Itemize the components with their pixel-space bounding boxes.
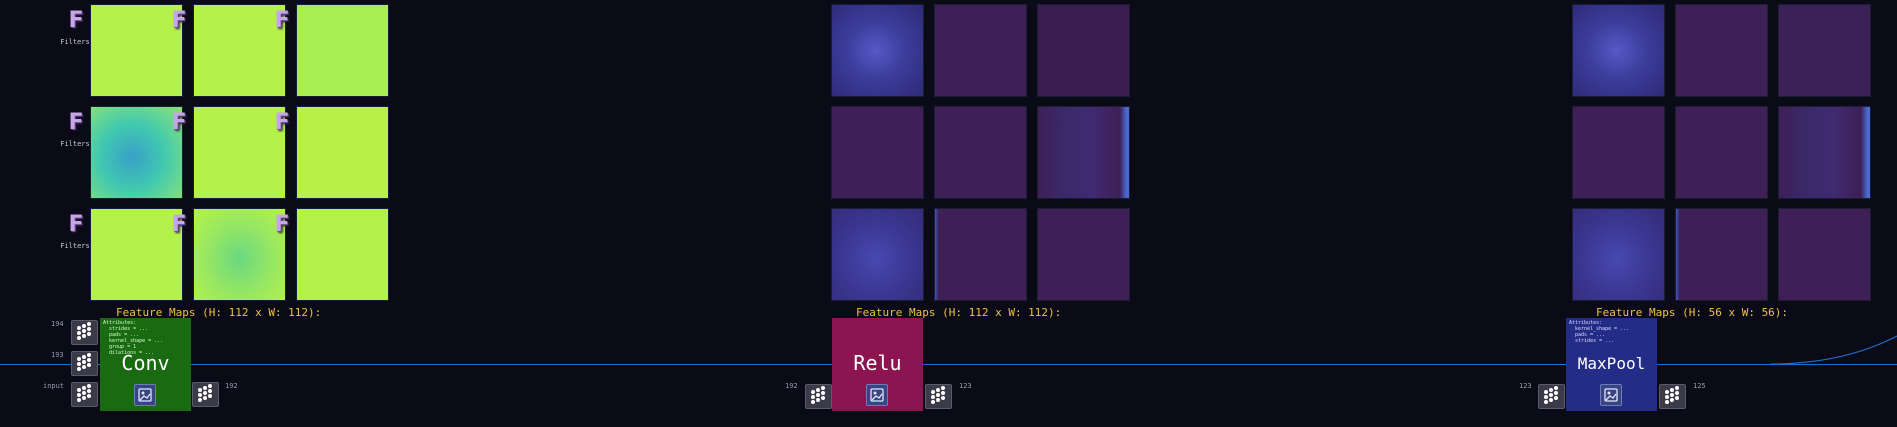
relu-feature-map (934, 4, 1027, 97)
port-label: 123 (1519, 382, 1532, 390)
conv-feature-map (193, 208, 286, 301)
relu-feature-map (1037, 106, 1130, 199)
tensor-dots-icon (77, 353, 91, 371)
graph-edge (0, 364, 1897, 365)
filters-icon[interactable]: F (171, 212, 187, 237)
filters-icon[interactable]: F (68, 110, 84, 135)
tensor-dots-icon (1544, 386, 1558, 404)
view-image-button[interactable] (1600, 384, 1622, 406)
output-port[interactable] (925, 384, 952, 409)
relu-feature-maps-label: Feature Maps (H: 112 x W: 112): (856, 306, 1062, 319)
conv-feature-map (296, 4, 389, 97)
relu-feature-map (1037, 4, 1130, 97)
view-image-button[interactable] (134, 384, 156, 406)
port-label: 123 (959, 382, 972, 390)
port-label: 194 (51, 320, 64, 328)
maxpool-feature-map (1675, 106, 1768, 199)
input-port[interactable] (71, 320, 98, 345)
filters-icon[interactable]: F (68, 8, 84, 33)
conv-feature-maps-label: Feature Maps (H: 112 x W: 112): (116, 306, 322, 319)
conv-feature-map (90, 4, 183, 97)
maxpool-feature-map (1572, 106, 1665, 199)
filters-icon[interactable]: F (68, 212, 84, 237)
conv-node[interactable]: Attributes: strides = ... pads = ... ker… (100, 318, 191, 411)
maxpool-feature-maps-label: Feature Maps (H: 56 x W: 56): (1596, 306, 1789, 319)
input-port[interactable] (71, 382, 98, 407)
filters-icon[interactable]: F (274, 8, 290, 33)
port-label: 192 (225, 382, 238, 390)
filters-label: Filters (60, 242, 90, 250)
relu-feature-map (831, 4, 924, 97)
conv-node-title: Conv (121, 351, 170, 375)
maxpool-feature-map (1572, 208, 1665, 301)
tensor-dots-icon (77, 384, 91, 402)
relu-feature-map (934, 208, 1027, 301)
maxpool-feature-map (1778, 106, 1871, 199)
output-port[interactable] (192, 382, 219, 407)
maxpool-feature-map (1675, 4, 1768, 97)
relu-node-title: Relu (853, 351, 902, 375)
input-port[interactable] (805, 384, 832, 409)
maxpool-node[interactable]: Attributes: kernel_shape = ... pads = ..… (1566, 318, 1657, 411)
conv-feature-map (296, 106, 389, 199)
view-image-button[interactable] (866, 384, 888, 406)
maxpool-attributes: Attributes: kernel_shape = ... pads = ..… (1569, 320, 1630, 344)
maxpool-feature-map (1675, 208, 1768, 301)
tensor-dots-icon (77, 322, 91, 340)
relu-node[interactable]: Relu (832, 318, 923, 411)
relu-feature-map (934, 106, 1027, 199)
tensor-dots-icon (931, 386, 945, 404)
port-label: 125 (1693, 382, 1706, 390)
conv-feature-map (193, 4, 286, 97)
filters-label: Filters (60, 38, 90, 46)
port-label: input (43, 382, 65, 390)
relu-feature-map (1037, 208, 1130, 301)
relu-feature-map (831, 208, 924, 301)
filters-label: Filters (60, 140, 90, 148)
tensor-dots-icon (198, 384, 212, 402)
image-icon (870, 388, 884, 402)
tensor-dots-icon (1665, 386, 1679, 404)
conv-feature-map (90, 208, 183, 301)
filters-icon[interactable]: F (171, 110, 187, 135)
port-label: 193 (51, 351, 64, 359)
maxpool-feature-map (1778, 4, 1871, 97)
conv-feature-map (193, 106, 286, 199)
output-port[interactable] (1659, 384, 1686, 409)
maxpool-feature-map (1778, 208, 1871, 301)
maxpool-node-title: MaxPool (1577, 354, 1646, 373)
filters-icon[interactable]: F (171, 8, 187, 33)
input-port[interactable] (1538, 384, 1565, 409)
conv-feature-map (296, 208, 389, 301)
tensor-dots-icon (811, 386, 825, 404)
port-label: 192 (785, 382, 798, 390)
filters-icon[interactable]: F (274, 212, 290, 237)
maxpool-feature-map (1572, 4, 1665, 97)
conv-feature-map (90, 106, 183, 199)
input-port[interactable] (71, 351, 98, 376)
conv-attributes: Attributes: strides = ... pads = ... ker… (103, 320, 164, 356)
graph-edge-curve (1770, 335, 1897, 365)
image-icon (1604, 388, 1618, 402)
image-icon (138, 388, 152, 402)
filters-icon[interactable]: F (274, 110, 290, 135)
relu-feature-map (831, 106, 924, 199)
